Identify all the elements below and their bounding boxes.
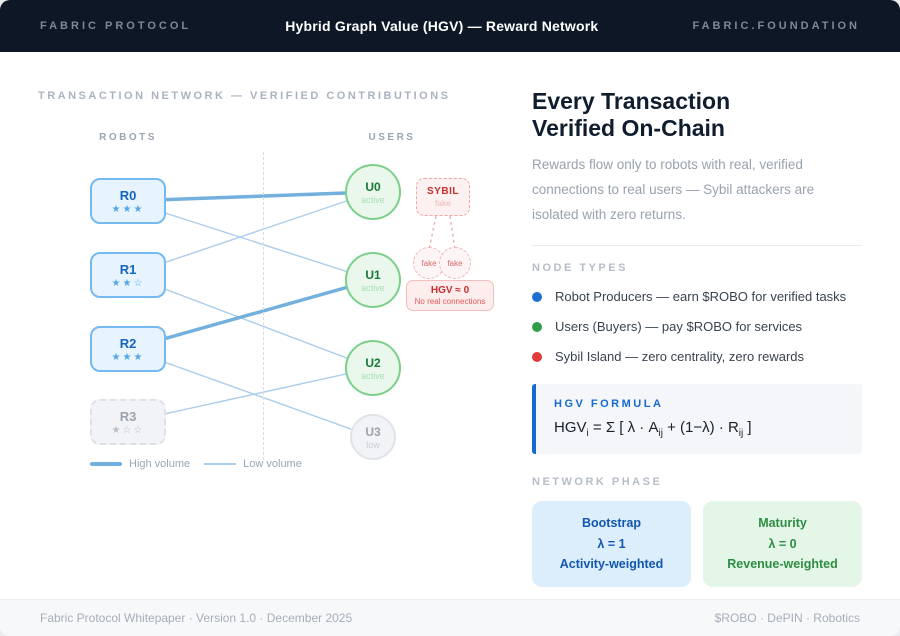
formula-part: HGV (554, 419, 587, 437)
user-node-u1: U1 active (345, 252, 401, 308)
phase-name: Bootstrap (581, 516, 642, 531)
node-type-sybil-island: Sybil Island — zero centrality, zero rew… (532, 349, 862, 364)
column-label-robots: ROBOTS (99, 132, 157, 143)
user-id: U2 (365, 355, 381, 370)
phase-card-bootstrap: Bootstrap λ = 1 Activity-weighted (532, 501, 691, 588)
robot-rating-stars: ★★★ (111, 351, 145, 363)
formula-part: + (1−λ) · R (662, 419, 739, 437)
info-panel: Every Transaction Verified On-Chain Rewa… (532, 88, 862, 588)
phase-name: Maturity (758, 516, 807, 531)
robot-id: R2 (119, 335, 137, 351)
node-type-label: Robot Producers — earn $ROBO for verifie… (555, 289, 847, 305)
robot-rating-stars: ★☆☆ (111, 424, 145, 436)
transaction-network-diagram: ROBOTS USERS R0 ★★★ R1 ★★☆ R2 ★★★ R3 ★☆☆… (38, 120, 510, 482)
legend-high-volume: High volume (90, 458, 190, 470)
formula-subscript: ij (658, 428, 663, 440)
user-id: U0 (365, 179, 381, 194)
low-volume-line-swatch (204, 463, 237, 465)
sybil-hgv-zero-callout: HGV ≈ 0 No real connections (406, 280, 494, 311)
node-types-list: Robot Producers — earn $ROBO for verifie… (532, 289, 862, 364)
edge-R0-U1 (127, 200, 374, 281)
user-id: U1 (365, 267, 381, 282)
sybil-sub-label: fake (434, 198, 452, 208)
footer-right-text: $ROBO · DePIN · Robotics (714, 611, 860, 625)
sybil-link-line (428, 215, 437, 251)
user-status: active (361, 282, 385, 293)
hgv-formula-box: HGV FORMULA HGVi = Σ [ λ · Aij + (1−λ) ·… (532, 384, 862, 455)
phase-lambda: λ = 1 (597, 536, 626, 551)
robot-id: R3 (119, 408, 137, 424)
node-type-users-buyers: Users (Buyers) — pay $ROBO for services (532, 319, 862, 334)
robot-id: R0 (119, 187, 137, 203)
page-title: Hybrid Graph Value (HGV) — Reward Networ… (285, 18, 599, 34)
column-divider-dashed (263, 152, 264, 460)
network-edges (126, 190, 456, 438)
diagram-section-title: TRANSACTION NETWORK — VERIFIED CONTRIBUT… (38, 90, 451, 102)
user-status: low (366, 439, 380, 450)
edge-R1-U2 (127, 274, 374, 369)
edge-R3-U2 (127, 367, 374, 423)
formula-label: HGV FORMULA (554, 398, 664, 411)
formula-expression: HGVi = Σ [ λ · Aij + (1−λ) · Rij ] (554, 419, 844, 439)
high-volume-line-swatch (90, 462, 122, 466)
phase-lambda: λ = 0 (768, 536, 797, 551)
formula-subscript: ij (738, 428, 744, 440)
user-status: active (361, 194, 385, 205)
edge-R1-U0 (127, 191, 374, 276)
node-type-label: Users (Buyers) — pay $ROBO for services (555, 319, 803, 335)
sybil-node: SYBIL fake (416, 178, 470, 216)
footer-left-text: Fabric Protocol Whitepaper · Version 1.0… (40, 611, 353, 625)
formula-part: = Σ [ λ · A (588, 419, 659, 437)
panel-heading: Every Transaction Verified On-Chain (532, 88, 731, 142)
robot-node-r0: R0 ★★★ (90, 178, 166, 224)
panel-description: Rewards flow only to robots with real, v… (532, 157, 815, 223)
brand-label: FABRIC PROTOCOL (40, 20, 192, 32)
node-type-robot-producers: Robot Producers — earn $ROBO for verifie… (532, 289, 862, 304)
user-node-u3: U3 low (350, 414, 396, 460)
sybil-label: SYBIL (427, 186, 459, 197)
edge-R2-U3 (127, 348, 374, 438)
user-node-u2: U2 active (345, 340, 401, 396)
sybil-island-dot-icon (532, 351, 542, 362)
robot-node-r1: R1 ★★☆ (90, 252, 166, 298)
robot-node-r3: R3 ★☆☆ (90, 399, 166, 445)
phase-card-maturity: Maturity λ = 0 Revenue-weighted (703, 501, 862, 588)
header-bar: FABRIC PROTOCOL Hybrid Graph Value (HGV)… (0, 0, 900, 52)
robot-rating-stars: ★★☆ (111, 277, 145, 289)
phase-weighting: Revenue-weighted (727, 557, 838, 572)
foundation-label: FABRIC.FOUNDATION (692, 20, 860, 32)
node-type-label: Sybil Island — zero centrality, zero rew… (555, 349, 805, 365)
robot-node-r2: R2 ★★★ (90, 326, 166, 372)
legend-label: High volume (129, 458, 191, 470)
fake-node-2: fake (439, 247, 471, 279)
fake-node-label: fake (447, 258, 463, 268)
phase-weighting: Activity-weighted (559, 557, 664, 572)
users-buyers-dot-icon (532, 321, 542, 332)
formula-part: ] (743, 419, 752, 437)
section-divider (532, 245, 862, 247)
robot-producers-dot-icon (532, 291, 542, 302)
node-types-label: NODE TYPES (532, 262, 628, 275)
user-id: U3 (365, 424, 381, 439)
legend-low-volume: Low volume (204, 458, 302, 470)
hgv-zero-subtitle: No real connections (414, 297, 486, 306)
legend-label: Low volume (243, 458, 302, 470)
edge-legend: High volume Low volume (90, 458, 302, 470)
phase-cards: Bootstrap λ = 1 Activity-weighted Maturi… (532, 501, 862, 588)
edge-R0-U0 (126, 190, 375, 203)
footer-bar: Fabric Protocol Whitepaper · Version 1.0… (0, 599, 900, 636)
sybil-link-line (449, 215, 456, 251)
network-phase-label: NETWORK PHASE (532, 476, 663, 489)
user-status: active (361, 370, 385, 381)
user-node-u0: U0 active (345, 164, 401, 220)
robot-id: R1 (119, 261, 137, 277)
column-label-users: USERS (368, 132, 416, 143)
fake-node-label: fake (421, 258, 437, 268)
formula-subscript: i (586, 428, 589, 440)
hgv-zero-title: HGV ≈ 0 (430, 285, 470, 296)
robot-rating-stars: ★★★ (111, 203, 145, 215)
edge-R2-U1 (126, 278, 375, 351)
